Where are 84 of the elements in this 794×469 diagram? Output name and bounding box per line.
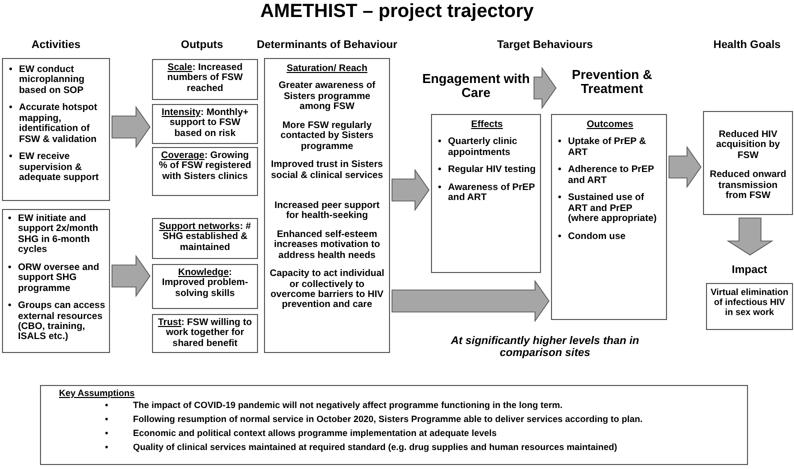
box-text: Knowledge: Improved problem-solving skills [160, 268, 250, 300]
bullet-marker: • [558, 193, 562, 204]
box-text: Capacity to act individual or collectively to overcome barriers to HIV prevention and care [269, 269, 385, 311]
box-text: Coverage: Growing % of FSW registered with Sisters clinics [158, 151, 252, 182]
text-box [40, 385, 748, 465]
text-box [264, 58, 390, 353]
box-text: More FSW regularly contacted by Sisters programme [280, 120, 374, 152]
heading-text: Prevention & Treatment [558, 68, 666, 104]
bullet-marker: • [8, 301, 12, 312]
column-heading: Impact [730, 264, 768, 276]
box-text: Reduced HIV acquisition by FSW [715, 130, 781, 162]
text-box [152, 59, 258, 100]
block-arrow [392, 168, 430, 212]
heading-text: Engagement with Care [420, 72, 532, 106]
bullet-text: EW receive supervision & adequate support [19, 151, 99, 183]
box-text: Increased peer support for health-seeking [273, 200, 381, 222]
text-box [152, 147, 258, 196]
box-heading: Outcomes [586, 120, 634, 130]
text-box [2, 209, 110, 353]
bullet-text: Awareness of PrEP and ART [448, 182, 535, 204]
bullet-marker: • [9, 65, 12, 76]
column-heading: Outputs [180, 39, 224, 51]
text-box [2, 58, 110, 201]
bullet-marker: • [105, 400, 108, 411]
box-text: Improved trust in Sisters social & clinical services [270, 160, 384, 181]
bullet-marker: • [438, 182, 442, 194]
box-text: Virtual elimination of infectious HIV in sex work [710, 288, 790, 318]
text-box [152, 104, 258, 144]
bullet-text: Condom use [568, 230, 626, 242]
box-heading: Saturation/ Reach [286, 64, 368, 74]
text-box [152, 264, 258, 309]
block-arrow [392, 280, 550, 322]
block-arrow [112, 254, 150, 298]
title: AMETHIST – project trajectory [259, 1, 535, 23]
column-heading: Activities [30, 39, 82, 51]
bullet-text: ORW oversee and support SHG programme [18, 262, 100, 294]
bullet-marker: • [558, 232, 562, 242]
bullet-text: Adherence to PrEP and ART [568, 164, 654, 186]
bullet-text: Quarterly clinic appointments [448, 136, 518, 158]
bullet-marker: • [558, 137, 562, 148]
bullet-marker: • [9, 103, 12, 114]
text-box [152, 218, 258, 259]
note-text: At significantly higher levels than in comparison sites [450, 335, 640, 359]
box-text: Support networks: # SHG established & maintained [158, 222, 252, 254]
bullet-text: Sustained use of ART and PrEP (where appropriate) [568, 192, 657, 224]
box-heading: Effects [470, 120, 504, 130]
box-text: Trust: FSW willing to work together for shared benefit [157, 318, 253, 350]
bullet-marker: • [8, 214, 12, 224]
box-text: Enhanced self-esteem increases motivation to address health needs [272, 230, 382, 262]
bullet-text: Uptake of PrEP & ART [568, 136, 646, 158]
block-arrow [668, 146, 702, 188]
bullet-text: Following resumption of normal service in October 2020, Sisters Programme able to deliver services according to plan. [133, 414, 643, 424]
column-heading: Determinants of Behaviour [256, 39, 398, 51]
text-box [431, 114, 541, 273]
bullet-marker: • [8, 262, 12, 274]
bullet-marker: • [438, 165, 442, 176]
box-text: Greater awareness of Sisters programme among FSW [278, 81, 376, 113]
bullet-text: Accurate hotspot mapping, identification of FSW & validation [19, 102, 98, 145]
block-arrow [726, 218, 774, 256]
bullet-marker: • [438, 137, 442, 148]
text-box [706, 283, 793, 330]
bullet-marker: • [105, 442, 108, 452]
bullet-text: EW conduct microplanning based on SOP [19, 64, 84, 96]
box-text: Reduced onward transmission from FSW [708, 170, 788, 202]
bullet-text: Economic and political context allows programme implementation at adequate levels [133, 428, 497, 438]
column-heading: Target Behaviours [496, 39, 594, 51]
bullet-marker: • [558, 165, 562, 176]
text-box [703, 111, 793, 215]
bullet-text: The impact of COVID-19 pandemic will not negatively affect programme functioning in the long term. [133, 400, 563, 410]
bullet-marker: • [9, 152, 12, 162]
column-heading: Health Goals [712, 39, 782, 51]
block-arrow [534, 66, 556, 110]
bullet-marker: • [105, 414, 108, 425]
block-arrow [112, 106, 150, 148]
bullet-text: EW initiate and support 2x/month SHG in 6-month cycles [18, 213, 98, 256]
box-heading: Key Assumptions [59, 389, 136, 399]
bullet-text: Regular HIV testing [448, 164, 536, 176]
box-text: Scale: Increased numbers of FSW reached [166, 63, 244, 94]
text-box [152, 314, 258, 353]
bullet-text: Quality of clinical services maintained at required standard (e.g. drug supplies and human resources maintained) [133, 442, 618, 452]
bullet-marker: • [105, 428, 108, 439]
bullet-text: Groups can access external resources (CBO, training, ISALS etc.) [18, 300, 106, 342]
box-text: Intensity: Monthly+ support to FSW based on risk [160, 108, 250, 140]
text-box [551, 114, 667, 320]
